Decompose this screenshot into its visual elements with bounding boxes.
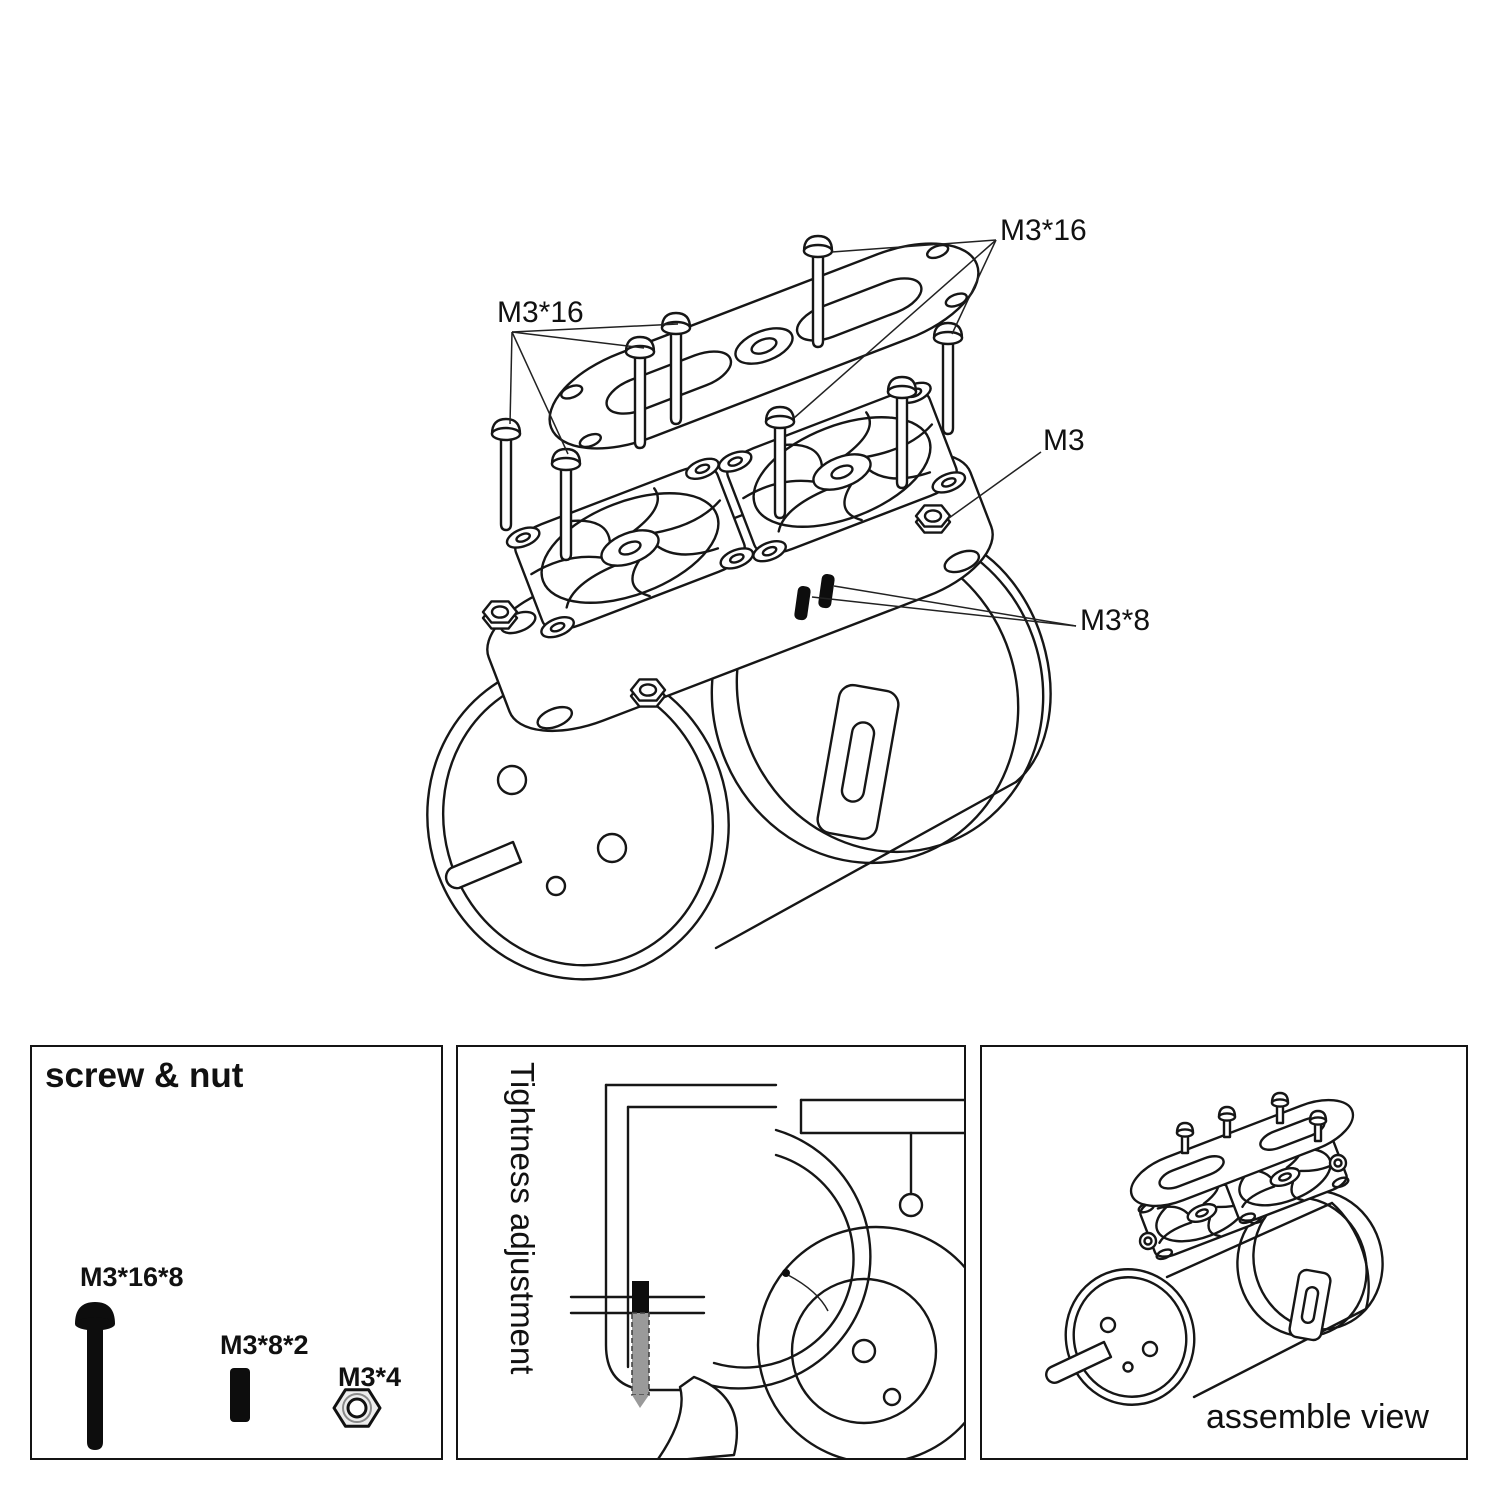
label-m3x4: M3*4 [338,1362,402,1392]
assemble-view-caption: assemble view [1206,1398,1429,1436]
label-m3x8x2: M3*8*2 [220,1330,309,1360]
clamp-bracket [815,683,900,841]
tightness-adjustment-title: Tightness adjustment [504,1062,541,1375]
button-head-screw-icon [75,1302,115,1450]
motor-shaft [446,842,521,888]
panel-screw-nut [30,1045,443,1460]
tightness-detail-art [571,1085,994,1458]
label-m3x16-left: M3*16 [497,296,584,329]
panel-assemble-view [980,1045,1468,1460]
label-m3x16-right: M3*16 [1000,214,1087,247]
standoff-icon [230,1368,250,1422]
callout-leader-lines [510,240,1076,626]
label-m3x8: M3*8 [1080,604,1151,637]
top-plate [535,222,993,469]
hex-nut-icon [334,1390,380,1427]
panel-tightness-adjustment [456,1045,966,1460]
screw-nut-title: screw & nut [45,1056,244,1095]
label-m3: M3 [1043,424,1085,457]
label-m3x16x8: M3*16*8 [80,1262,184,1292]
assembled-view-art [1046,1091,1400,1419]
